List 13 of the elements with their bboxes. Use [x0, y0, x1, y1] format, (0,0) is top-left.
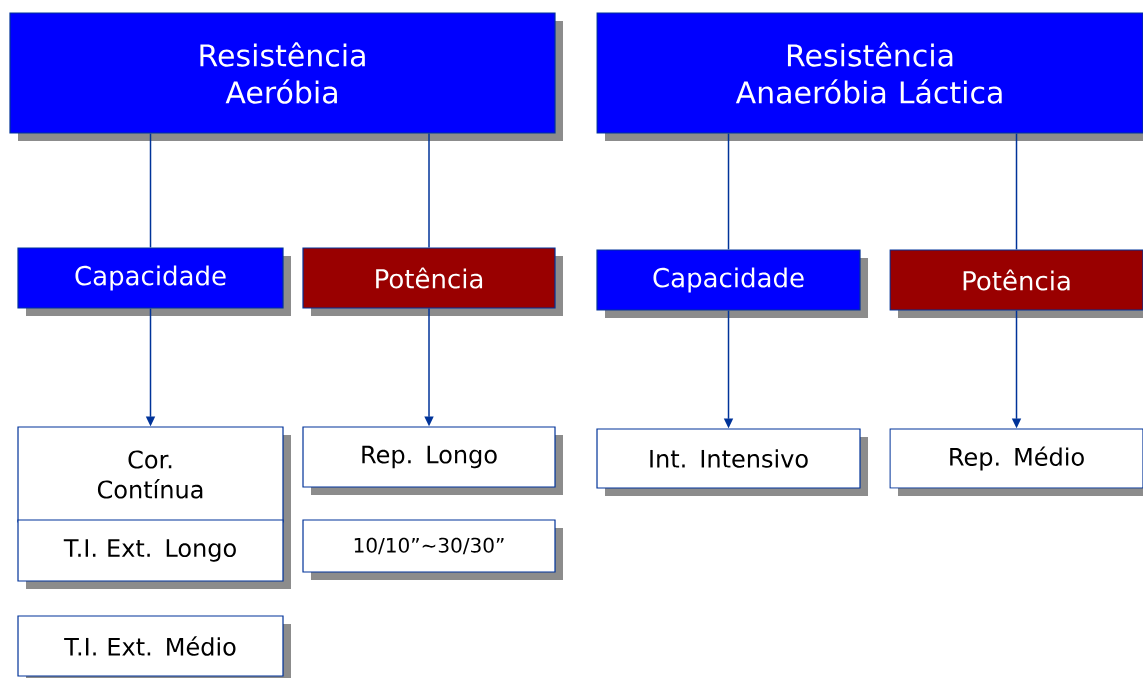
heading-box: Potência — [302, 247, 563, 316]
item-box: Int. Intensivo — [596, 428, 868, 496]
item-box: Cor. Contínua — [17, 426, 291, 530]
item-box: Rep. Médio — [889, 428, 1143, 496]
item-box: T.I. Ext. Médio — [17, 615, 291, 678]
item-box: Rep. Longo — [302, 426, 563, 495]
heading-box: Potência — [889, 249, 1143, 318]
heading-box: Resistência Anaeróbia Láctica — [596, 12, 1143, 141]
item-box: 10/10”~30/30” — [302, 519, 563, 580]
item-box: T.I. Ext. Longo — [17, 519, 291, 589]
heading-box: Capacidade — [17, 247, 291, 316]
heading-box: Capacidade — [596, 249, 868, 318]
heading-box: Resistência Aeróbia — [9, 12, 563, 141]
